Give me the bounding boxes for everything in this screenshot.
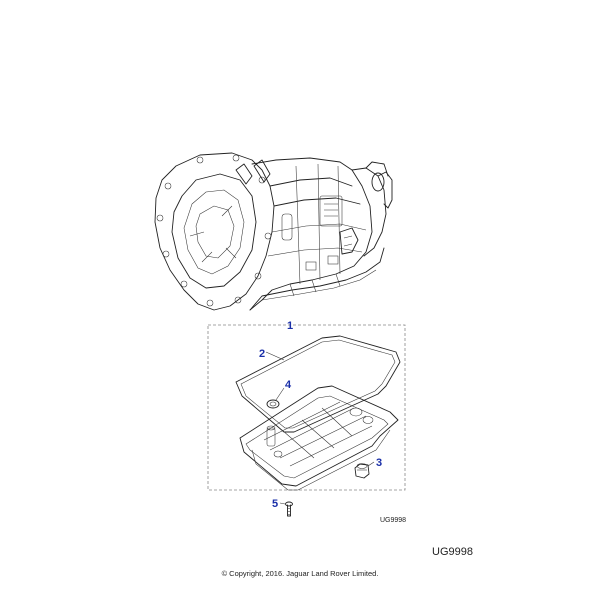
seal-washer xyxy=(266,399,280,409)
svg-text:4: 4 xyxy=(285,379,292,391)
callout-5[interactable]: 5 xyxy=(272,498,286,510)
image-ref-small: UG9998 xyxy=(380,517,406,524)
callout-2[interactable]: 2 xyxy=(259,348,285,361)
callout-1[interactable]: 1 xyxy=(287,320,293,332)
transmission-assembly xyxy=(154,152,393,311)
drain-plug xyxy=(354,463,370,479)
svg-text:3: 3 xyxy=(376,457,382,469)
svg-text:2: 2 xyxy=(259,348,265,360)
callout-3[interactable]: 3 xyxy=(367,457,382,469)
kit-boundary xyxy=(207,324,406,491)
svg-text:5: 5 xyxy=(272,498,278,510)
image-ref-large: UG9998 xyxy=(432,546,473,558)
flange-bolt-bosses xyxy=(156,154,272,307)
svg-text:1: 1 xyxy=(287,320,293,332)
oil-pan xyxy=(239,385,399,491)
copyright-notice: © Copyright, 2016. Jaguar Land Rover Lim… xyxy=(221,569,379,578)
pan-bolt xyxy=(285,501,293,517)
callout-4[interactable]: 4 xyxy=(275,379,292,401)
